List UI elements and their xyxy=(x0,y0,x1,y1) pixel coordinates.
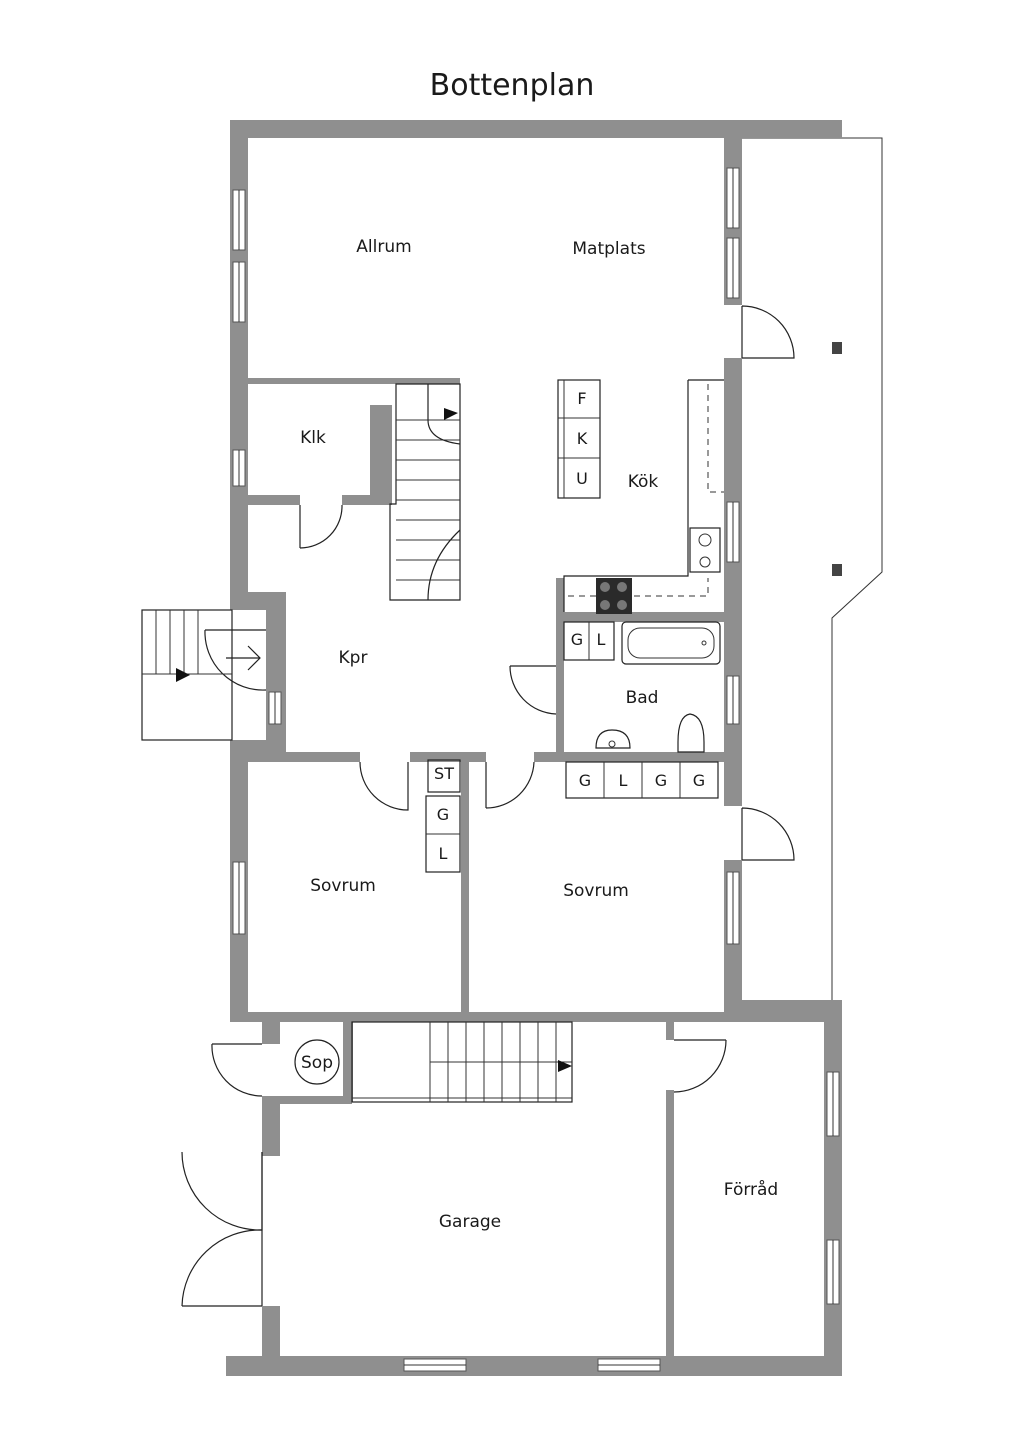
hall-closet-label: ST xyxy=(434,764,454,783)
room-label-sovrum-right: Sovrum xyxy=(563,881,629,901)
kitchen-fixtures xyxy=(557,379,724,614)
hall-closets xyxy=(425,759,461,873)
kitchen-unit-label: U xyxy=(576,469,588,488)
doors xyxy=(181,305,795,1307)
patio-post xyxy=(832,564,842,576)
bath-unit-label: G xyxy=(571,630,583,649)
sink-icon xyxy=(595,729,631,749)
patio-outline xyxy=(742,137,883,1000)
entry-steps xyxy=(141,609,233,741)
sop-bin xyxy=(294,1039,340,1085)
stair-arrow-icon xyxy=(558,1060,572,1072)
room-label-matplats: Matplats xyxy=(572,239,645,259)
stove xyxy=(596,578,632,614)
bathroom-fixtures xyxy=(563,621,721,753)
room-label-forrad: Förråd xyxy=(724,1179,778,1200)
bath-unit-label: L xyxy=(597,630,606,649)
windows xyxy=(232,167,840,1372)
kitchen-unit-label: K xyxy=(577,429,588,448)
room-label-sop: Sop xyxy=(301,1053,333,1073)
stair-arrow-icon xyxy=(444,408,458,420)
patio-post xyxy=(832,342,842,354)
closet-label: L xyxy=(619,771,628,790)
toilet-icon xyxy=(677,713,705,753)
closet-label: G xyxy=(579,771,591,790)
room-label-garage: Garage xyxy=(439,1212,501,1232)
room-label-kok: Kök xyxy=(628,472,659,492)
hall-closet-label: G xyxy=(437,805,449,824)
closet-label: G xyxy=(655,771,667,790)
hall-closet-label: L xyxy=(439,844,448,863)
room-label-klk: Klk xyxy=(300,428,326,448)
room-label-bad: Bad xyxy=(626,688,659,708)
plan-title: Bottenplan xyxy=(430,68,595,103)
room-label-kpr: Kpr xyxy=(339,648,368,668)
step-arrow-icon xyxy=(176,668,190,682)
room-label-allrum: Allrum xyxy=(356,237,411,257)
kitchen-unit-label: F xyxy=(577,389,586,408)
main-staircase xyxy=(389,383,461,601)
garage-staircase xyxy=(351,1021,573,1103)
closet-label: G xyxy=(693,771,705,790)
closet-row xyxy=(565,761,719,799)
room-label-sovrum-left: Sovrum xyxy=(310,876,376,896)
